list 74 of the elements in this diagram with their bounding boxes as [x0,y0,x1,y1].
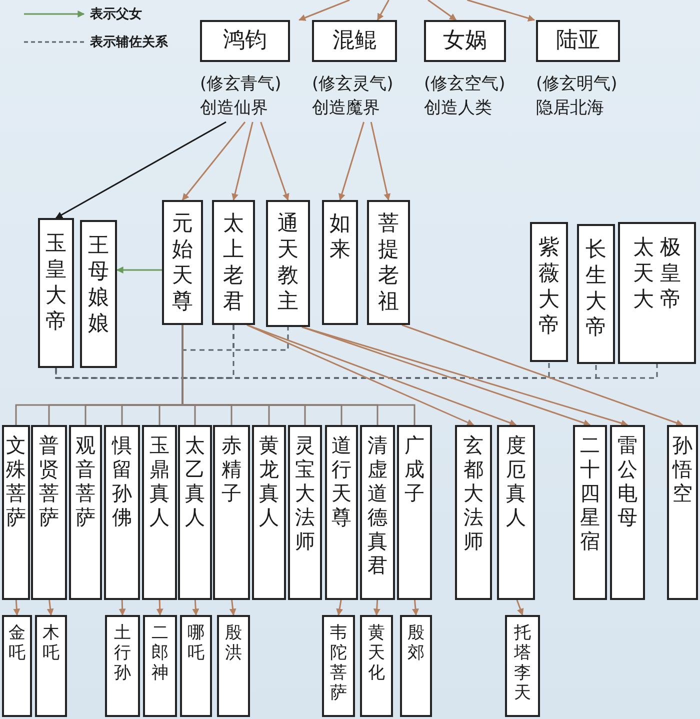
name-box: 通天教主 [266,200,310,327]
name-box: 王母娘娘 [80,220,117,368]
name-box: 陆亚 [536,20,620,62]
name-box: 广成子 [397,425,432,600]
name-box: 托塔李天 [505,615,540,717]
caption-text: (修玄空气) 创造人类 [424,73,506,120]
name-box: 混鲲 [312,20,397,62]
arrow [376,0,390,21]
name-box: 如来 [322,200,358,325]
arrow [55,121,226,219]
name-box: 太极天皇大帝 [618,222,696,364]
arrow [13,600,20,616]
arrow [466,0,536,22]
name-box: 长生大帝 [577,224,615,364]
name-box: 鸿钧 [200,20,290,62]
name-box: 韦陀菩萨 [322,615,355,717]
arrow [298,0,350,21]
arrow [246,324,474,426]
name-box: 惧留孙佛 [104,425,140,600]
arrow [412,600,419,616]
name-box: 哪吒 [180,615,212,717]
name-box: 元始天尊 [162,200,203,325]
name-box: 度厄真人 [497,425,535,600]
name-box: 普贤菩萨 [31,425,67,600]
arrow [338,122,365,201]
name-box: 孙悟空 [667,425,698,600]
arrow [246,324,517,426]
name-box: 金吒 [2,615,32,717]
name-box: 道行天尊 [325,425,358,600]
name-box: 灵宝大法师 [288,425,322,600]
arrow [116,266,162,274]
arrow [229,600,236,616]
arrow [428,0,457,21]
name-box: 太上老君 [212,200,255,325]
name-box: 黄天化 [360,615,393,717]
name-box: 木吒 [35,615,67,717]
legend-text: 表示辅佐关系 [90,34,168,51]
name-box: 殷洪 [217,615,250,717]
name-box: 二十四星宿 [573,425,607,600]
name-box: 土行孙 [105,615,140,717]
name-box: 玄都大法师 [455,425,492,600]
name-box: 雷公电母 [610,425,645,600]
name-box: 清虚道德真君 [360,425,395,600]
legend-text: 表示父女 [90,6,142,23]
connector-line [182,325,416,425]
name-box: 菩提老祖 [367,200,410,325]
arrow [182,122,246,201]
arrow [192,600,200,616]
arrow [516,600,524,616]
name-box: 太乙真人 [178,425,212,600]
dashed-line [55,325,234,379]
name-box: 女娲 [424,20,506,62]
name-box: 赤精子 [213,425,250,600]
arrow [260,122,290,201]
name-box: 殷郊 [400,615,432,717]
name-box: 黄龙真人 [252,425,286,600]
arrow [156,600,164,616]
name-box: 玉鼎真人 [142,425,177,600]
dashed-line [232,325,289,351]
arrow [46,600,54,616]
caption-text: (修玄明气) 隐居北海 [536,73,618,120]
name-box: 文殊菩萨 [2,425,30,600]
name-box: 玉皇大帝 [38,218,74,368]
name-box: 观音菩萨 [69,425,102,600]
arrow [402,324,684,426]
name-box: 紫薇大帝 [530,222,568,362]
arrow [118,600,126,616]
arrow [373,600,380,616]
arrow [336,600,343,616]
name-box: 二郎神 [143,615,177,717]
caption-text: (修玄灵气) 创造魔界 [312,73,394,120]
arrow [370,122,391,201]
arrow [232,122,254,201]
caption-text: (修玄青气) 创造仙界 [200,73,282,120]
